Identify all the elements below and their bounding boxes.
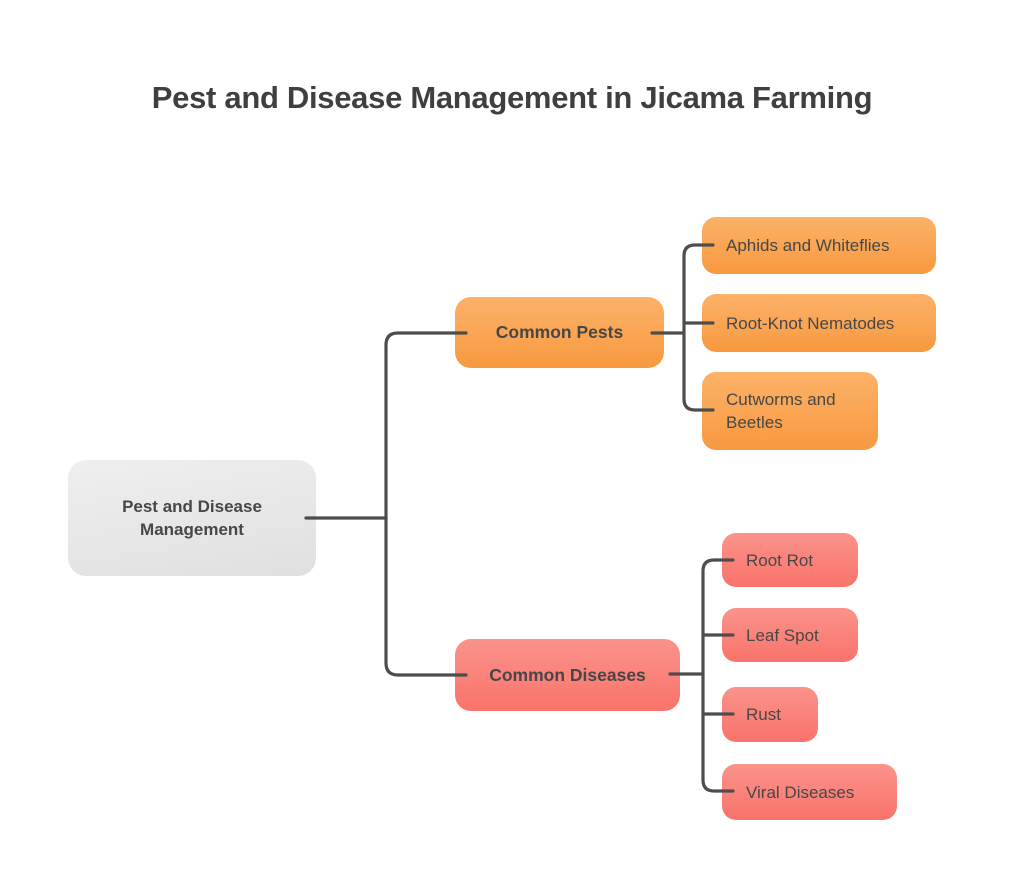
node-common-pests-label: Common Pests [495,322,624,342]
node-aphids-and-whiteflies: Aphids and Whiteflies [702,217,936,274]
edge-diseases-trunk [701,558,735,793]
edge-main-trunk [384,331,468,677]
node-rust: Rust [722,687,818,742]
node-root-rot: Root Rot [722,533,858,587]
diagram-title: Pest and Disease Management in Jicama Fa… [151,80,873,115]
node-viral-diseases-label: Viral Diseases [746,782,855,802]
node-cutworms-and-beetles: Cutworms and Beetles [702,372,878,450]
node-common-pests: Common Pests [455,297,664,368]
node-root-rot-label: Root Rot [746,550,814,570]
node-rust-label: Rust [746,705,781,724]
node-common-diseases-label: Common Diseases [489,664,646,685]
node-aphids-label: Aphids and Whiteflies [726,236,890,255]
node-root-knot-nematodes: Root-Knot Nematodes [702,294,936,352]
node-root-label: Pest and Disease Management [122,497,262,539]
node-leaf-spot: Leaf Spot [722,608,858,662]
node-leaf-spot-label: Leaf Spot [746,625,819,645]
node-cutworms-label: Cutworms and Beetles [726,390,836,432]
node-root: Pest and Disease Management [68,460,316,576]
node-viral-diseases: Viral Diseases [722,764,897,820]
node-root-knot-label: Root-Knot Nematodes [726,313,895,333]
node-common-diseases: Common Diseases [455,639,680,711]
